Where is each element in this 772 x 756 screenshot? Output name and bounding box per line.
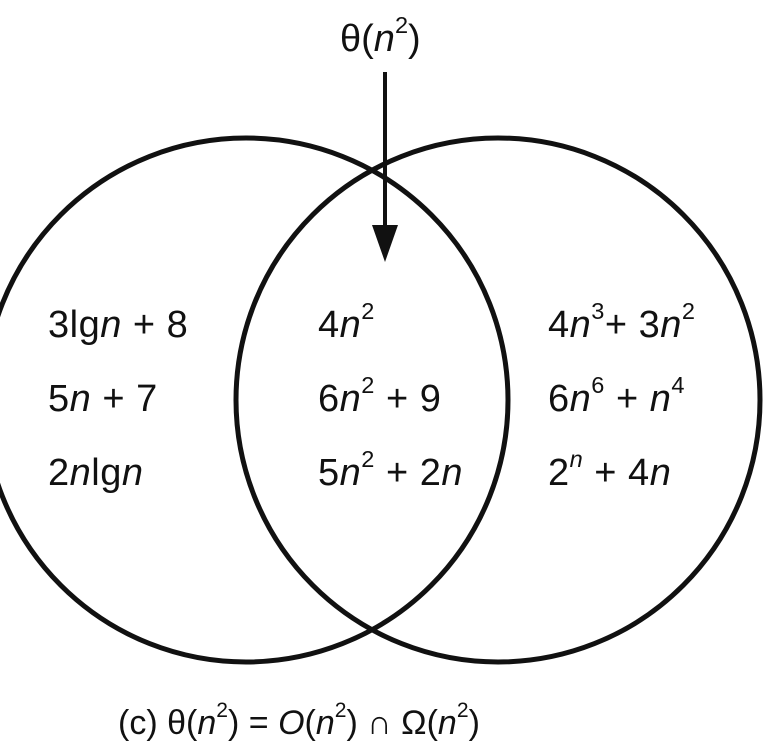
expr-exponent: 2: [681, 297, 696, 324]
expr-text: 2: [548, 452, 570, 494]
caption-formula: θ(n2) = O(n2) ∩ Ω(n2): [167, 700, 480, 742]
caption-prefix: (c): [118, 704, 168, 742]
left-circle-o-n2: [0, 135, 511, 665]
left-set-item-1: 3lgn + 8: [48, 306, 188, 344]
expr-text: + 8: [121, 304, 189, 346]
expr-text: θ(: [167, 704, 198, 742]
expr-exponent: 2: [361, 445, 375, 472]
expr-text: ): [468, 704, 480, 742]
top-label-open: (: [361, 18, 374, 60]
top-label-theta-n2: θ(n2): [340, 13, 421, 60]
expr-exponent: 2: [361, 297, 375, 324]
arrow-head-icon: [372, 225, 398, 262]
middle-set-item-1: 4n2: [318, 299, 375, 346]
expr-variable: n: [660, 304, 682, 346]
expr-variable: n: [441, 452, 463, 494]
expr-text: (: [304, 704, 316, 742]
expr-variable: n: [315, 704, 335, 742]
expr-variable: n: [121, 452, 144, 494]
expr-text: 4: [318, 304, 340, 346]
middle-set-item-3: 5n2 + 2n: [318, 447, 463, 494]
right-set-item-2: 6n6 + n4: [548, 373, 685, 420]
top-label-close: ): [408, 18, 421, 60]
expr-variable: n: [569, 378, 592, 420]
expr-text: 6: [318, 378, 340, 420]
expr-text: + 9: [374, 378, 442, 420]
expr-text: lg: [91, 452, 122, 494]
expr-variable: n: [339, 452, 362, 494]
top-label-symbol: θ: [340, 18, 362, 60]
expr-variable: n: [100, 304, 122, 346]
expr-text: + 7: [91, 378, 158, 420]
expr-text: 3lg: [48, 304, 101, 346]
expr-variable: n: [569, 304, 592, 346]
left-set-item-3: 2nlgn: [48, 454, 144, 492]
expr-variable: n: [69, 452, 92, 494]
expr-variable: n: [437, 704, 457, 742]
expr-exponent: 6: [591, 371, 605, 398]
expr-text: +: [604, 378, 650, 420]
expr-text: ) ∩ Ω(: [346, 704, 438, 742]
expr-exponent: 3: [591, 297, 605, 324]
expr-text: 6: [548, 378, 570, 420]
expr-variable: n: [339, 378, 362, 420]
top-label-exp: 2: [394, 11, 409, 38]
expr-variable: n: [69, 378, 92, 420]
expr-text: 5: [318, 452, 340, 494]
expr-exponent: 2: [361, 371, 375, 398]
right-set-item-3: 2n + 4n: [548, 447, 672, 494]
expr-exponent: 2: [216, 699, 228, 723]
right-set-item-1: 4n3+ 3n2: [548, 299, 696, 346]
expr-variable: n: [569, 445, 584, 472]
right-circle-omega-n2: [233, 135, 763, 665]
expr-exponent: 4: [671, 371, 685, 398]
expr-text: 2: [48, 452, 70, 494]
expr-variable: n: [339, 304, 362, 346]
expr-variable: n: [197, 704, 217, 742]
expr-text: + 2: [374, 452, 442, 494]
caption: (c) θ(n2) = O(n2) ∩ Ω(n2): [118, 700, 480, 742]
expr-text: 5: [48, 378, 70, 420]
expr-variable: n: [649, 378, 672, 420]
middle-set-item-2: 6n2 + 9: [318, 373, 442, 420]
left-set-item-2: 5n + 7: [48, 380, 158, 418]
expr-exponent: n: [570, 446, 584, 472]
expr-variable: n: [649, 452, 672, 494]
expr-text: + 4: [583, 452, 650, 494]
expr-variable: O: [278, 704, 305, 742]
top-label-var: n: [373, 18, 395, 60]
expr-text: + 3: [604, 304, 661, 346]
expr-exponent: 2: [456, 699, 469, 723]
expr-exponent: 2: [334, 699, 347, 723]
expr-text: 4: [548, 304, 570, 346]
expr-text: ) =: [227, 704, 279, 742]
